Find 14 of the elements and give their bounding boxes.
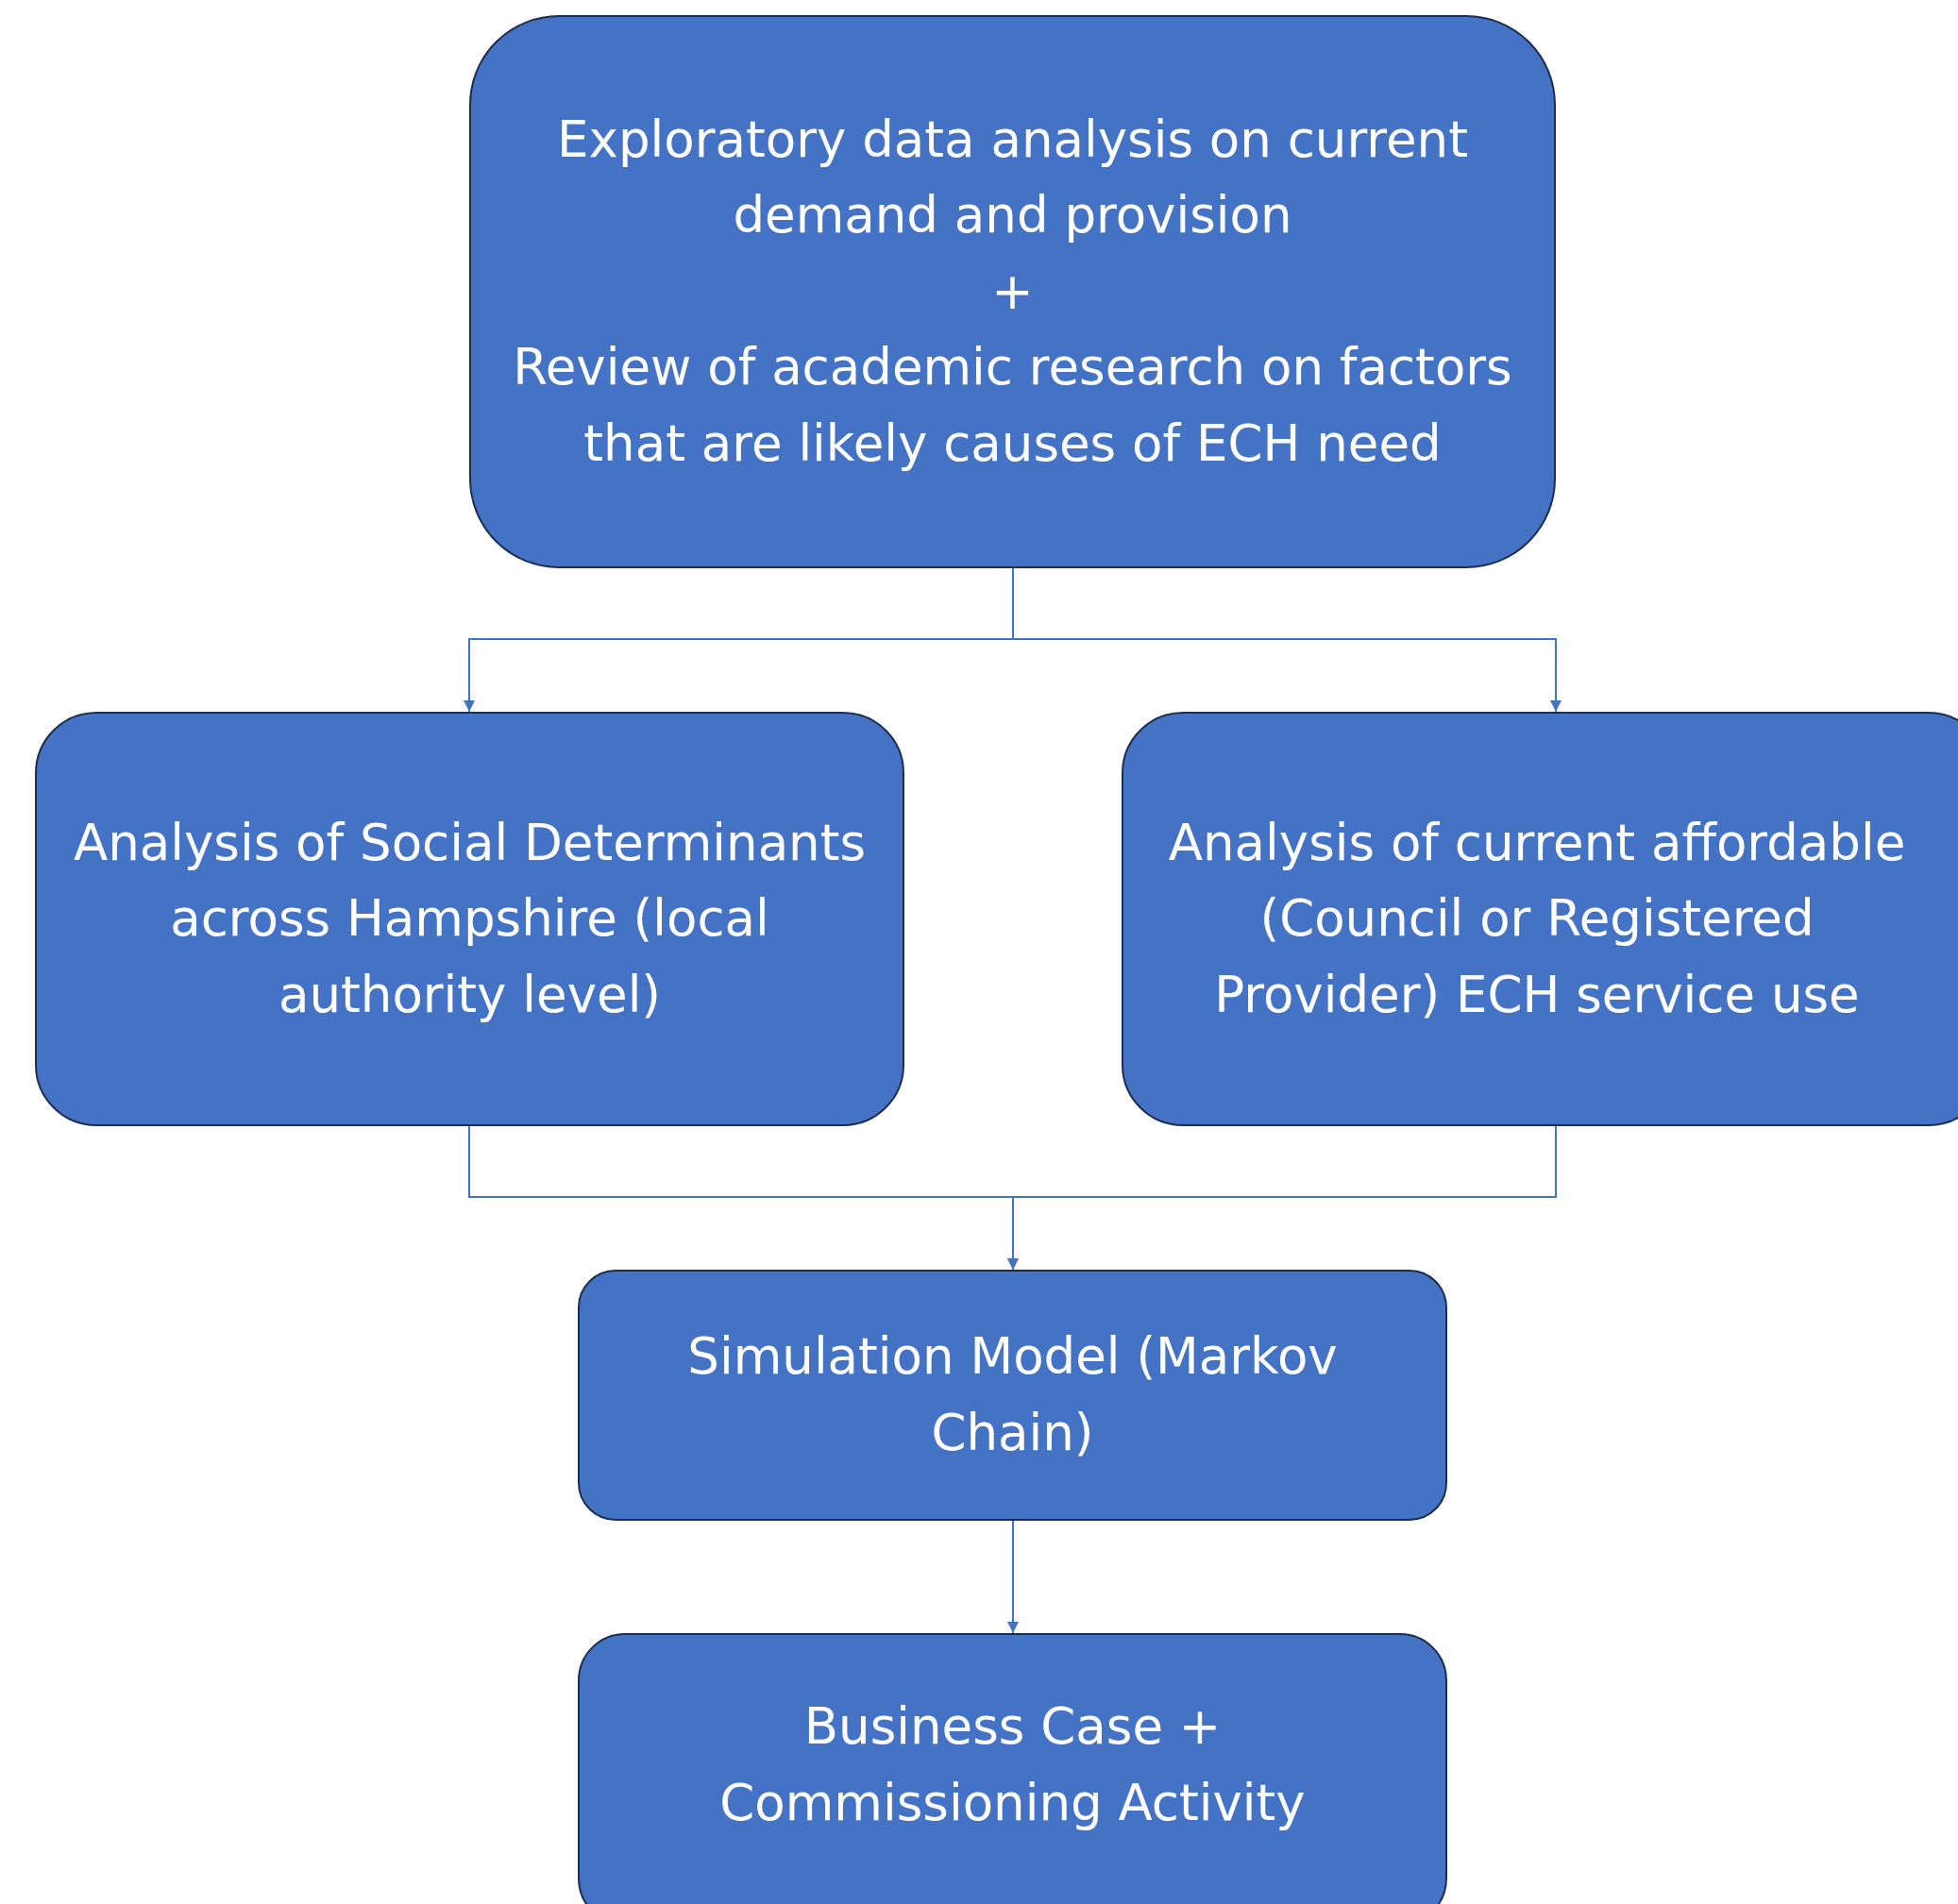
box-text: Simulation Model (Markov Chain) <box>686 1326 1339 1463</box>
process-box <box>578 1270 1447 1521</box>
box-text: Exploratory data analysis on current demand and provision <box>556 109 1469 246</box>
box-text: Business Case + Commissioning Activity <box>718 1696 1307 1833</box>
connector-arrow <box>1007 1520 1019 1634</box>
box-text: Analysis of Social Determinants across Hampshire (local authority level) <box>72 812 868 1025</box>
box-text: Analysis of current affordable (Council or Registered Provider) ECH service use <box>1167 812 1907 1025</box>
process-box <box>469 15 1556 568</box>
box-text: Review of academic research on factors that are likely causes of ECH need <box>512 337 1513 474</box>
process-box <box>578 1633 1447 1904</box>
process-box <box>35 712 904 1126</box>
process-box <box>1122 712 1958 1126</box>
box-text: + <box>991 261 1034 322</box>
connector-arrow <box>1007 1125 1557 1271</box>
